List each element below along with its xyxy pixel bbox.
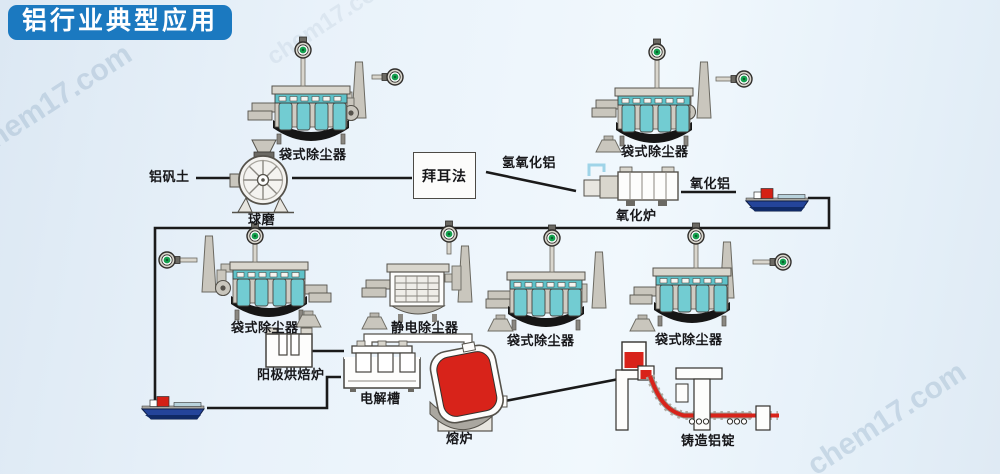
label-bag-filter-2: 袋式除尘器 <box>621 144 689 159</box>
bag-filter-station-5 <box>629 222 792 332</box>
label-bag-filter-3: 袋式除尘器 <box>231 320 299 335</box>
flow-lines <box>153 170 831 410</box>
label-cast-aluminum-ingot: 铸造铝锭 <box>681 433 736 448</box>
stack-monitor-icon <box>715 70 753 88</box>
label-melting-furnace: 熔炉 <box>446 431 474 446</box>
bag-filter-icon <box>506 271 586 331</box>
label-aluminum-hydroxide: 氢氧化铝 <box>502 155 557 170</box>
label-electrolytic-cell: 电解槽 <box>360 391 401 406</box>
emission-monitor-icon <box>648 38 666 89</box>
label-oxidation-furnace: 氧化炉 <box>616 208 657 223</box>
page-title: 铝行业典型应用 <box>8 5 233 40</box>
chimney-icon <box>591 251 607 309</box>
cargo-ship-icon <box>745 188 809 212</box>
emission-monitor-icon <box>246 222 264 263</box>
stack-monitor-icon <box>752 253 792 271</box>
bag-filter-station-1 <box>247 36 404 145</box>
bag-filter-icon <box>229 261 309 321</box>
stand-icon <box>361 312 388 330</box>
label-bag-filter-4: 袋式除尘器 <box>507 333 575 348</box>
bag-filter-icon <box>271 85 351 145</box>
bag-filter-icon <box>652 267 732 327</box>
bag-filter-icon <box>614 87 694 147</box>
chimney-icon <box>696 61 712 119</box>
stand-icon <box>487 314 514 332</box>
stack-monitor-icon <box>371 68 404 86</box>
label-electrostatic-precipitator: 静电除尘器 <box>391 320 459 335</box>
line-furnace-to-casting <box>504 377 620 403</box>
casting-line-icon <box>615 341 779 431</box>
chimney-icon <box>201 235 217 293</box>
bayer-process-box: 拜耳法 <box>413 152 476 199</box>
fan-icon <box>214 279 232 297</box>
line-bayer-to-kiln <box>485 170 577 193</box>
label-bag-filter-5: 袋式除尘器 <box>655 332 723 347</box>
line-ship-return <box>153 196 831 402</box>
oxidation-furnace-icon <box>583 163 679 206</box>
label-bag-filter-1: 袋式除尘器 <box>279 147 347 162</box>
stand-icon <box>629 314 656 332</box>
cargo-ship-icon-2 <box>141 396 205 420</box>
label-alumina: 氧化铝 <box>690 176 731 191</box>
emission-monitor-icon <box>294 36 312 87</box>
stack-monitor-icon <box>158 251 198 269</box>
electrostatic-precipitator-icon <box>361 220 473 330</box>
label-bauxite: 铝矾土 <box>149 169 190 184</box>
stand-icon <box>595 135 622 153</box>
bag-filter-station-2 <box>591 38 753 153</box>
bag-filter-station-3 <box>158 222 332 328</box>
emission-monitor-icon <box>687 222 705 269</box>
emission-monitor-icon <box>543 224 561 273</box>
ball-mill-icon <box>229 139 294 214</box>
anode-baking-furnace-icon <box>265 327 313 368</box>
emission-monitor-icon <box>440 220 458 255</box>
label-ball-mill: 球磨 <box>248 212 276 227</box>
line-ship2-to-cell <box>207 375 341 410</box>
bag-filter-station-4 <box>485 224 607 332</box>
melting-furnace-icon <box>429 341 508 432</box>
electrolytic-cell-icon <box>343 340 421 392</box>
label-anode-baking-furnace: 阳极烘焙炉 <box>257 367 325 382</box>
